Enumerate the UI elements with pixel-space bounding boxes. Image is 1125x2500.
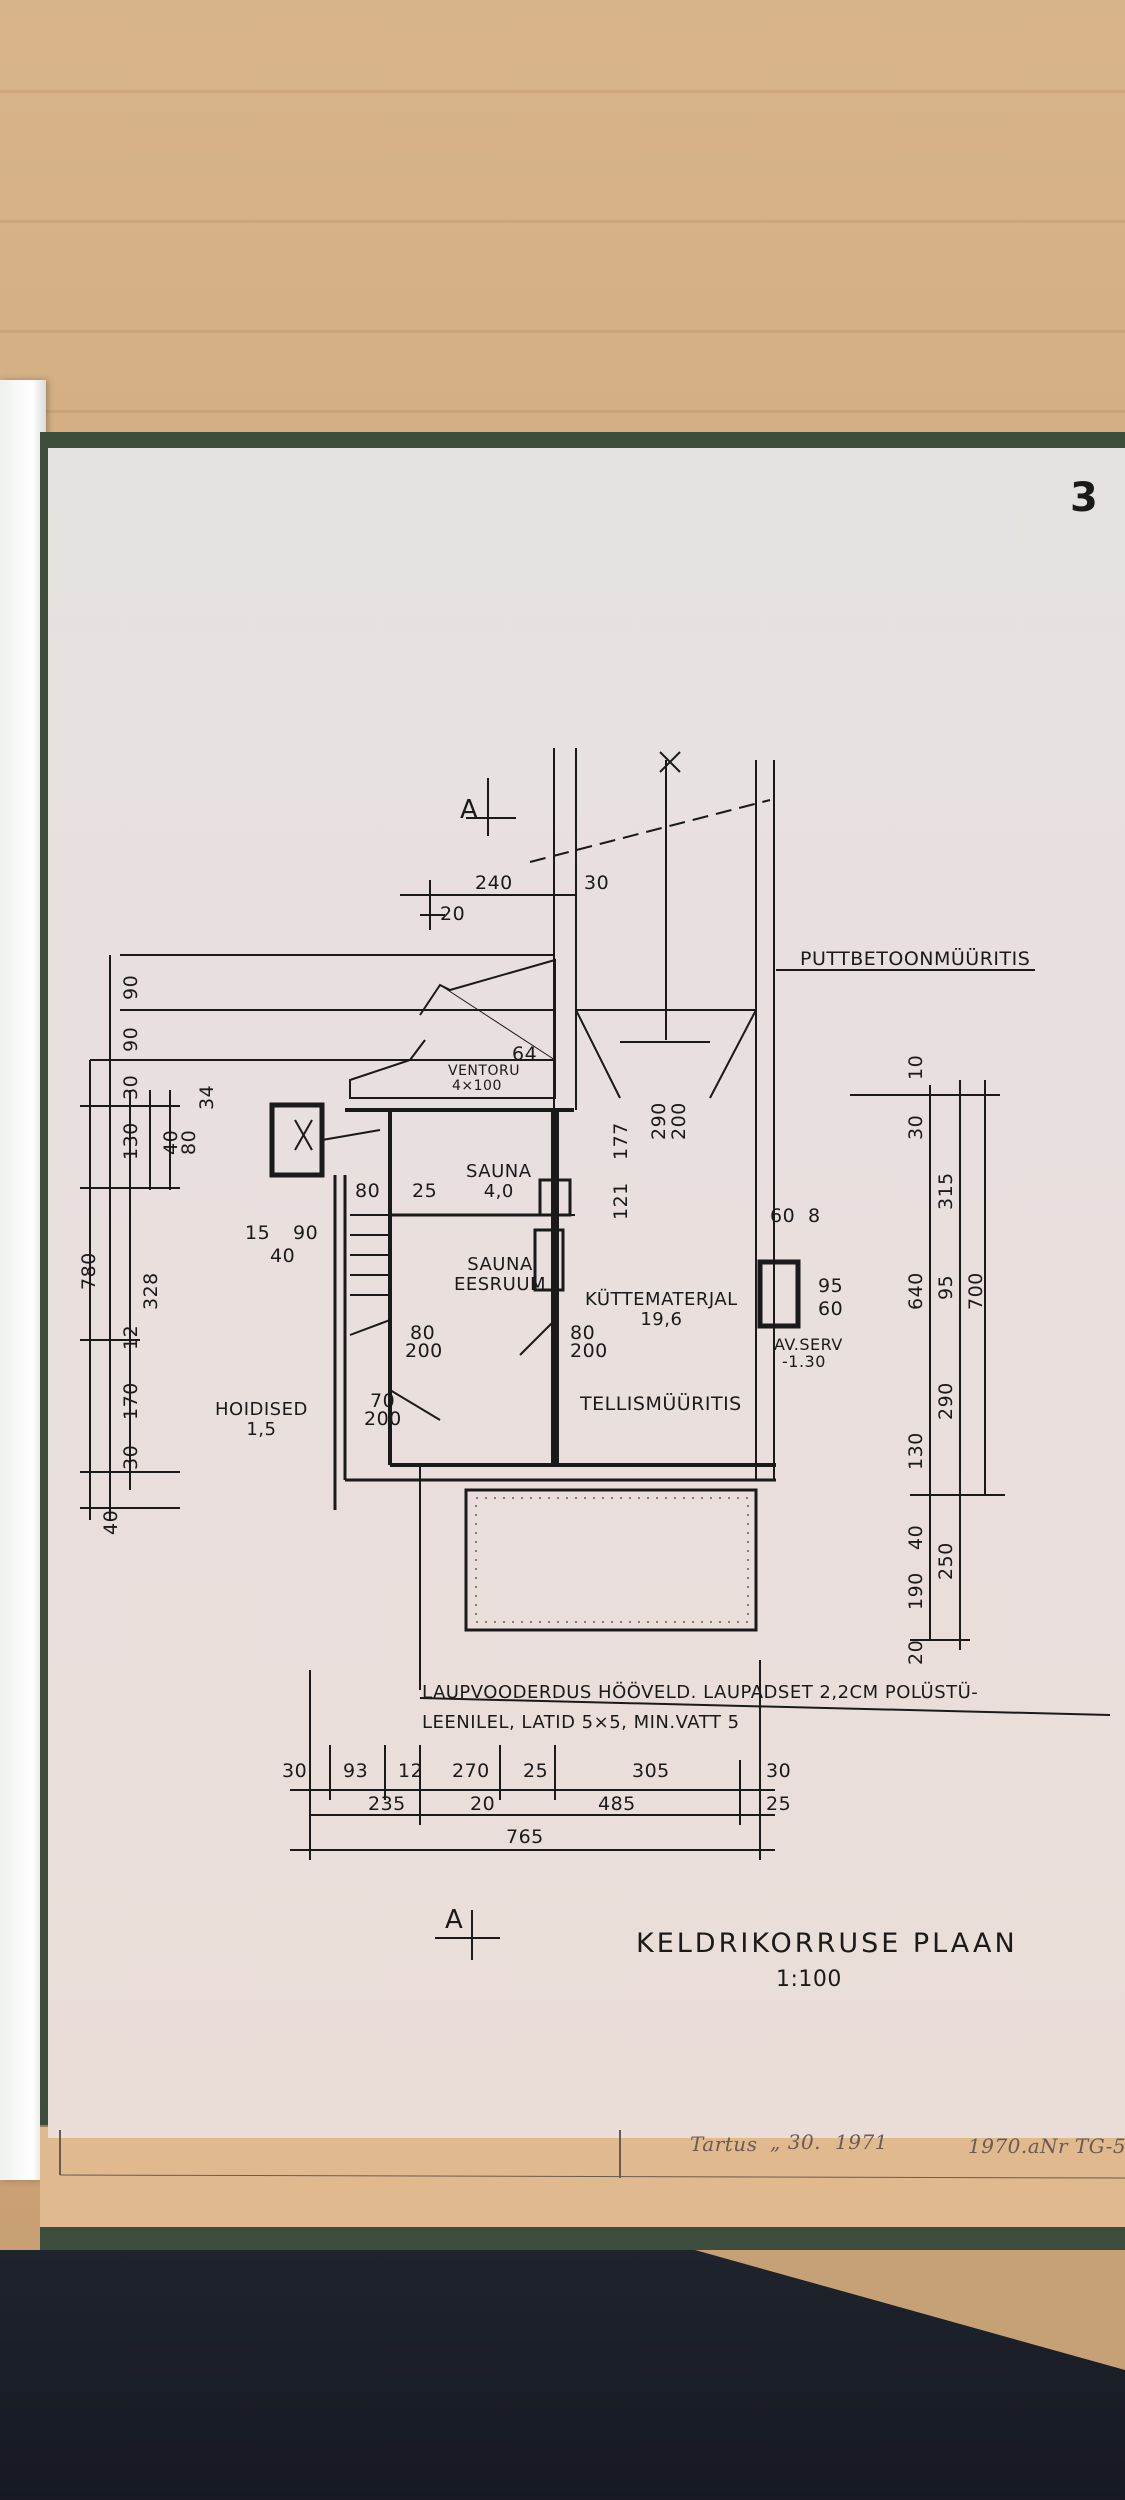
dim-right-30: 30 (905, 1114, 927, 1140)
dim-left-780: 780 (78, 1252, 100, 1290)
room-kuttematerjal-name: KÜTTEMATERJAL (585, 1289, 738, 1310)
room-kuttematerjal-area: 19,6 (640, 1309, 683, 1330)
dim-inner-80b: 80 (410, 1322, 436, 1344)
dim-bottom-270: 270 (452, 1760, 490, 1782)
dim-bottom-25b: 25 (766, 1793, 792, 1815)
dim-left-30: 30 (120, 1074, 142, 1100)
dim-left-80-small: 80 (178, 1129, 200, 1155)
dim-left-130: 130 (120, 1122, 142, 1160)
dim-right-95: 95 (935, 1274, 957, 1300)
dim-left-170: 170 (120, 1382, 142, 1420)
dim-top-20: 20 (440, 903, 466, 925)
note-vent: VENTORU (448, 1063, 520, 1079)
drawing-title: KELDRIKORRUSE PLAAN (636, 1928, 1018, 1959)
dim-inner-40: 40 (270, 1245, 296, 1267)
dim-inner-177: 177 (610, 1122, 632, 1160)
note-floor-line2: LEENILEL, LATID 5×5, MIN.VATT 5 (422, 1712, 740, 1733)
dim-right-20: 20 (905, 1639, 927, 1665)
dim-inner-70: 70 (370, 1390, 396, 1412)
dim-right-700: 700 (965, 1272, 987, 1310)
dim-inner-60b: 60 (818, 1298, 844, 1320)
stamp-month: 1971 (835, 2130, 888, 2154)
room-sauna-eesruum: SAUNA EESRUUM (453, 1254, 547, 1295)
note-ava-level: -1.30 (782, 1352, 826, 1371)
dim-bottom-20: 20 (470, 1793, 496, 1815)
dim-right-190: 190 (905, 1572, 927, 1610)
stamp-date: „ 30. (770, 2130, 822, 2154)
stamp-year: 1970.a (968, 2134, 1041, 2158)
dim-right-130: 130 (905, 1432, 927, 1470)
dim-left-40: 40 (100, 1509, 122, 1535)
dim-inner-80c: 80 (570, 1322, 596, 1344)
dim-bottom-30b: 30 (766, 1760, 792, 1782)
stamp-place: Tartus (690, 2132, 758, 2156)
room-kuttematerjal: KÜTTEMATERJAL 19,6 (585, 1290, 738, 1330)
dim-inner-200b: 200 (570, 1340, 608, 1362)
section-marker-bottom: A (445, 1905, 464, 1935)
room-hoidised-area: 1,5 (246, 1419, 277, 1440)
note-ava: AV.SERV (774, 1335, 843, 1354)
dim-inner-90: 90 (293, 1222, 319, 1244)
dim-right-640: 640 (905, 1272, 927, 1310)
dim-bottom-235: 235 (368, 1793, 406, 1815)
dim-inner-80a: 80 (355, 1180, 381, 1202)
dim-left-90a: 90 (120, 974, 142, 1000)
dim-inner-25: 25 (412, 1180, 438, 1202)
dim-bottom-30a: 30 (282, 1760, 308, 1782)
dim-inner-200c: 200 (364, 1408, 402, 1430)
room-hoidised: HOIDISED 1,5 (215, 1400, 308, 1440)
dim-top-240: 240 (475, 872, 513, 894)
dim-right-40: 40 (905, 1524, 927, 1550)
dim-bottom-93: 93 (343, 1760, 369, 1782)
dim-left-328: 328 (140, 1272, 162, 1310)
room-sauna-area: 4,0 (483, 1181, 514, 1202)
plan-sheet (48, 448, 1125, 2138)
dim-bottom-485: 485 (598, 1793, 636, 1815)
book-left-page-edge (0, 380, 46, 2180)
dim-left-12: 12 (120, 1324, 142, 1350)
dim-left-30b: 30 (120, 1444, 142, 1470)
dim-right-10: 10 (905, 1054, 927, 1080)
dim-inner-15: 15 (245, 1222, 271, 1244)
dim-inner-200d: 200 (668, 1102, 690, 1140)
note-brick-wall: TELLISMÜÜRITIS (580, 1393, 742, 1415)
dim-right-315: 315 (935, 1172, 957, 1210)
dim-inner-121: 121 (610, 1182, 632, 1220)
dim-top-64: 64 (512, 1043, 538, 1065)
dim-inner-95: 95 (818, 1275, 844, 1297)
dim-right-290: 290 (935, 1382, 957, 1420)
dim-bottom-25: 25 (523, 1760, 549, 1782)
note-putt-wall: PUTTBETOONMÜÜRITIS (800, 948, 1031, 970)
page-number: 3 (1070, 475, 1099, 521)
dim-bottom-305: 305 (632, 1760, 670, 1782)
room-sauna: SAUNA 4,0 (466, 1162, 532, 1202)
room-hoidised-name: HOIDISED (215, 1399, 308, 1420)
dim-left-90b: 90 (120, 1026, 142, 1052)
dim-top-30: 30 (584, 872, 610, 894)
note-vent-size: 4×100 (452, 1078, 502, 1094)
section-marker-top: A (460, 795, 479, 825)
dim-right-250: 250 (935, 1542, 957, 1580)
dim-bottom-total: 765 (506, 1826, 544, 1848)
dim-inner-8: 8 (808, 1205, 821, 1227)
dim-inner-60: 60 (770, 1205, 796, 1227)
dim-inner-290: 290 (648, 1102, 670, 1140)
stamp-nr: Nr TG-58 (1040, 2134, 1125, 2158)
room-sauna-name: SAUNA (466, 1161, 532, 1182)
dim-inner-200a: 200 (405, 1340, 443, 1362)
note-floor-line1: LAUPVOODERDUS HÖÖVELD. LAUPADSET 2,2CM P… (422, 1682, 979, 1703)
dim-bottom-12: 12 (398, 1760, 424, 1782)
drawing-scale: 1:100 (776, 1967, 842, 1992)
dim-left-34-small: 34 (196, 1084, 218, 1110)
